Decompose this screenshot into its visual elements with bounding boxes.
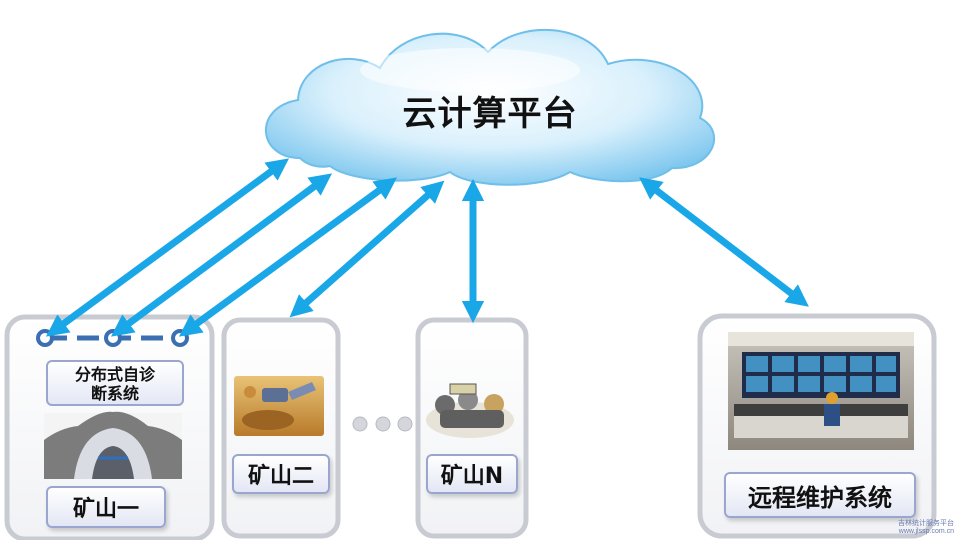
arrow-mine2-cloud (289, 180, 445, 318)
node-1 (36, 329, 54, 347)
mine-2-label: 矿山二 (232, 454, 330, 494)
distributed-diagnosis-line-2: 断系统 (90, 384, 139, 403)
distributed-diagnosis-line-1: 分布式自诊 (74, 365, 155, 384)
watermark: 吉林统计服务平台 www.jlssp.com.cn (898, 520, 954, 536)
watermark-line-1: 吉林统计服务平台 (898, 520, 954, 527)
cloud-shape (265, 28, 716, 186)
distributed-diagnosis-label: 分布式自诊 断系统 (46, 360, 184, 406)
tunnel-illustration (44, 411, 182, 479)
ellipsis-dot (352, 416, 368, 432)
excavator-illustration (234, 376, 324, 436)
arrow-remote-cloud (639, 177, 809, 307)
watermark-line-2: www.jlssp.com.cn (898, 528, 954, 535)
node-3 (171, 329, 189, 347)
remote-maintenance-label: 远程维护系统 (724, 472, 916, 518)
control-room-photo (728, 332, 914, 450)
ellipsis-dot (375, 416, 391, 432)
ellipsis-dot (397, 416, 413, 432)
arrow-node1-cloud (45, 158, 290, 337)
node-2 (104, 329, 122, 347)
mine-n-label: 矿山N (426, 454, 518, 494)
mine-1-label: 矿山一 (46, 486, 166, 528)
cloud-platform-label: 云计算平台 (402, 94, 578, 134)
miners-illustration (426, 383, 514, 438)
